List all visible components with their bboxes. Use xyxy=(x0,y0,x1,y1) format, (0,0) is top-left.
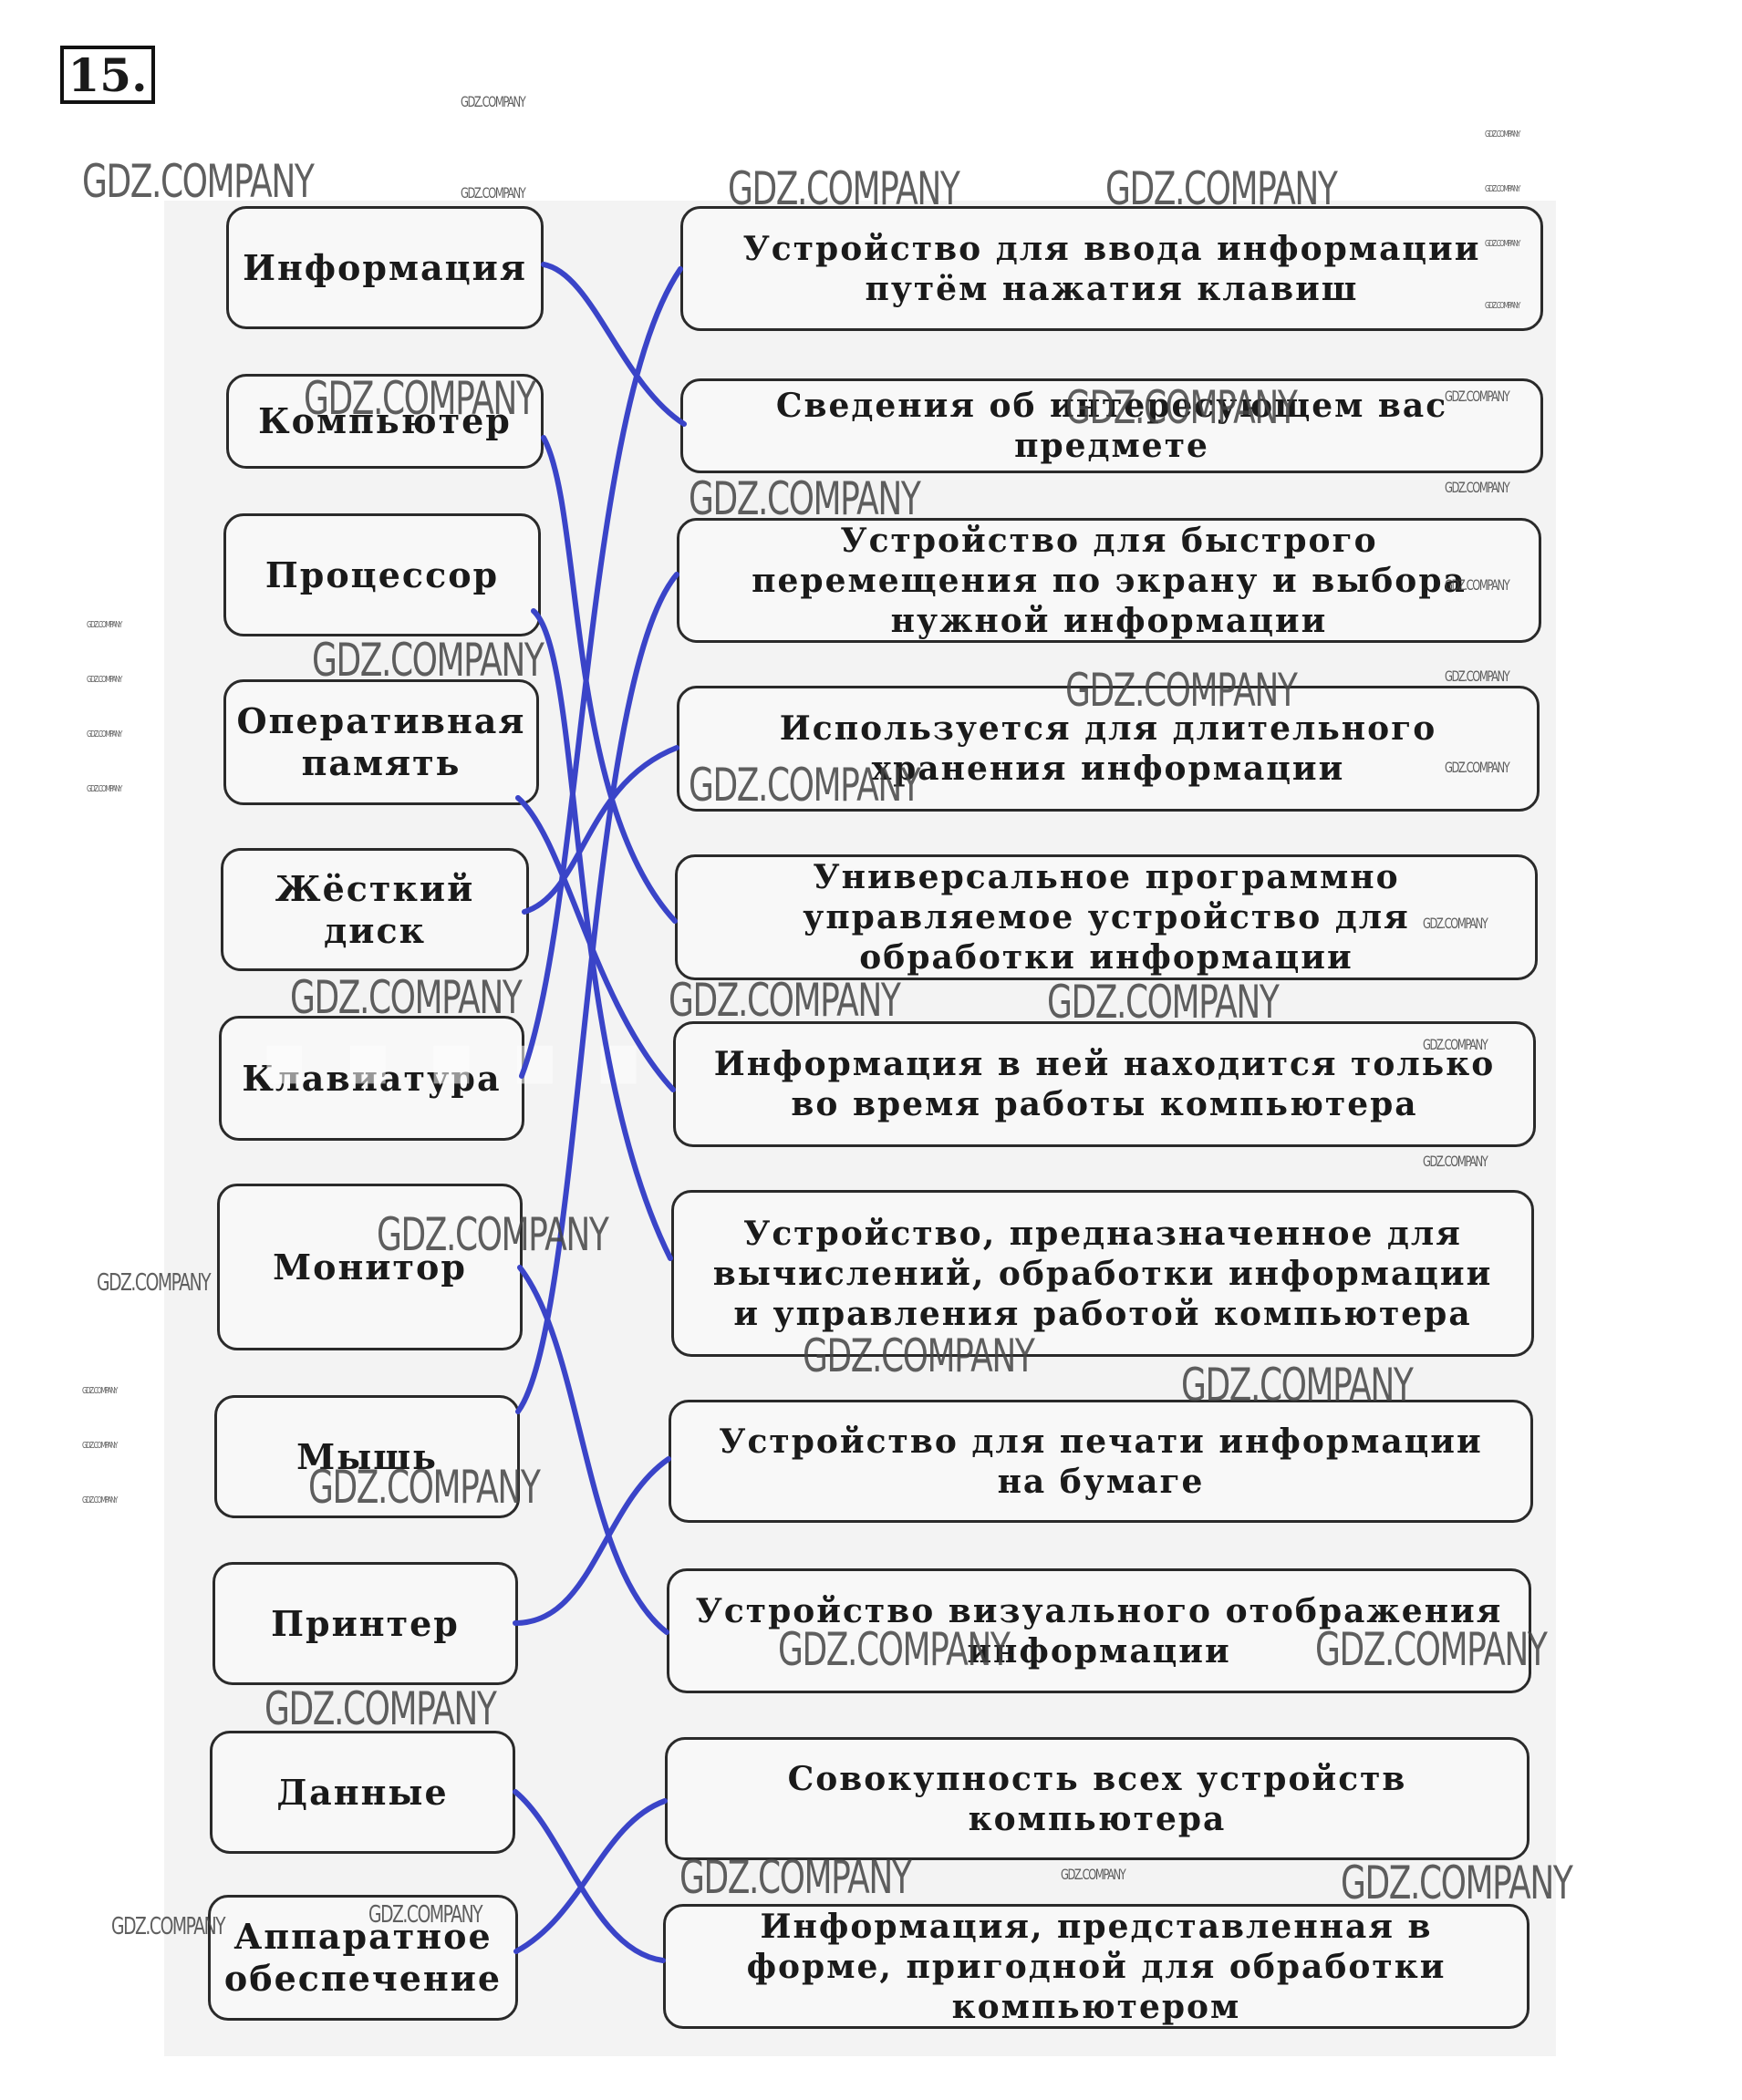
def-hardware[interactable]: Совокупность всех устройств компьютера xyxy=(665,1737,1529,1860)
watermark: GDZ.COMPANY xyxy=(1445,388,1510,405)
watermark: GDZ.COMPANY xyxy=(82,1441,118,1451)
watermark: GDZ.COMPANY xyxy=(689,759,921,812)
watermark: GDZ.COMPANY xyxy=(1065,664,1298,717)
def-data[interactable]: Информация, представленная в форме, приг… xyxy=(663,1904,1529,2029)
def-information[interactable]: Сведения об интересующем вас предмете xyxy=(680,378,1543,473)
def-keyboard[interactable]: Устройство для ввода информации путём на… xyxy=(680,206,1543,331)
watermark: GDZ.COMPANY xyxy=(778,1623,1011,1676)
def-monitor[interactable]: Устройство визуального отображения инфор… xyxy=(667,1568,1531,1693)
term-dannye[interactable]: Данные xyxy=(210,1731,515,1854)
watermark: GDZ.COMPANY xyxy=(111,1913,226,1940)
watermark: GDZ.COMPANY xyxy=(82,155,315,208)
watermark: GDZ.COMPANY xyxy=(1061,1866,1126,1883)
watermark: GDZ.COMPANY xyxy=(728,162,960,215)
exercise-number: 15. xyxy=(60,46,155,104)
watermark: GDZ.COMPANY xyxy=(1105,162,1338,215)
watermark: GDZ.COMPANY xyxy=(1485,301,1520,311)
watermark: GDZ.COMPANY xyxy=(1341,1857,1573,1909)
watermark: GDZ.COMPANY xyxy=(669,974,901,1027)
term-kompyuter[interactable]: Компьютер xyxy=(226,374,544,469)
watermark: GDZ.COMPANY xyxy=(1315,1623,1548,1676)
def-hard-disk[interactable]: Используется для длительного хранения ин… xyxy=(677,686,1540,812)
watermark: GDZ.COMPANY xyxy=(87,729,122,740)
watermark: GDZ.COMPANY xyxy=(312,634,544,687)
watermark: GDZ.COMPANY xyxy=(264,1682,497,1735)
watermark: GDZ.COMPANY xyxy=(679,1851,912,1904)
watermark: GDZ.COMPANY xyxy=(1445,759,1510,776)
watermark: GDZ.COMPANY xyxy=(1423,1153,1488,1170)
watermark: GDZ.COMPANY xyxy=(368,1901,483,1929)
term-operativnaya-pamyat[interactable]: Оперативная память xyxy=(223,679,539,805)
watermark: GDZ.COMPANY xyxy=(1181,1359,1414,1412)
watermark: GDZ.COMPANY xyxy=(97,1269,212,1297)
watermark: GDZ.COMPANY xyxy=(461,184,526,202)
def-processor[interactable]: Устройство, предназначенное для вычислен… xyxy=(671,1190,1534,1357)
watermark: GDZ.COMPANY xyxy=(304,372,536,425)
def-computer[interactable]: Универсальное программно управляемое уст… xyxy=(675,854,1538,980)
watermark: GDZ.COMPANY xyxy=(82,1495,118,1505)
def-mouse[interactable]: Устройство для быстрого перемещения по э… xyxy=(677,518,1541,643)
term-monitor[interactable]: Монитор xyxy=(217,1184,523,1350)
watermark: GDZ.COMPANY xyxy=(461,93,526,110)
def-ram[interactable]: Информация в ней находится только во вре… xyxy=(673,1021,1536,1147)
watermark: GDZ.COMPANY xyxy=(1445,667,1510,685)
watermark: GDZ.COMPANY xyxy=(1423,915,1488,932)
term-informatsiya[interactable]: Информация xyxy=(226,206,544,329)
watermark: GDZ.COMPANY xyxy=(1485,239,1520,249)
term-klaviatura[interactable]: Клавиатура xyxy=(219,1016,524,1141)
watermark: GDZ.COMPANY xyxy=(82,1386,118,1396)
watermark: GDZ.COMPANY xyxy=(290,971,523,1024)
term-printer[interactable]: Принтер xyxy=(213,1562,518,1685)
watermark: GDZ.COMPANY xyxy=(689,472,921,525)
watermark: GDZ.COMPANY xyxy=(87,620,122,630)
watermark: GDZ.COMPANY xyxy=(1485,129,1520,140)
watermark: GDZ.COMPANY xyxy=(308,1461,541,1514)
watermark: GDZ.COMPANY xyxy=(1485,184,1520,194)
watermark: GDZ.COMPANY xyxy=(1445,576,1510,594)
watermark: GDZ.COMPANY xyxy=(87,784,122,794)
watermark: GDZ.COMPANY xyxy=(377,1208,609,1261)
watermark: GDZ.COMPANY xyxy=(803,1329,1035,1382)
watermark: GDZ.COMPANY xyxy=(87,675,122,685)
watermark: GDZ.COMPANY xyxy=(1423,1036,1488,1053)
def-printer[interactable]: Устройство для печати информации на бума… xyxy=(669,1400,1533,1523)
term-apparatnoe-obespechenie[interactable]: Аппаратное обеспечение xyxy=(208,1895,518,2021)
watermark: GDZ.COMPANY xyxy=(1065,381,1298,434)
term-protsessor[interactable]: Процессор xyxy=(223,513,541,636)
watermark: GDZ.COMPANY xyxy=(1047,976,1280,1029)
watermark: GDZ.COMPANY xyxy=(1445,479,1510,496)
